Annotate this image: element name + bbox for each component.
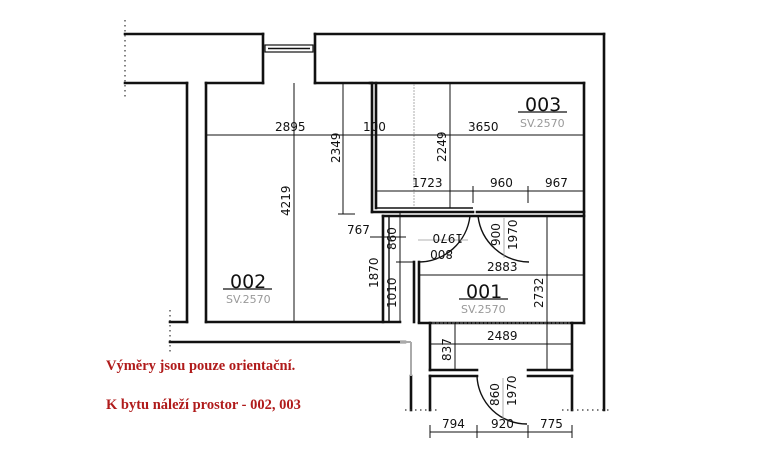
dim-775: 775 xyxy=(540,417,563,431)
dim-1723: 1723 xyxy=(412,176,443,190)
outer-walls xyxy=(123,20,606,412)
dim-860-left: 860 xyxy=(385,227,399,250)
room-height: SV.2570 xyxy=(226,293,271,306)
room-003-walls xyxy=(368,81,586,216)
room-label-001: 001 SV.2570 xyxy=(459,281,508,316)
room-number: 001 xyxy=(466,281,502,303)
dim-2895: 2895 xyxy=(275,120,306,134)
dim-2883: 2883 xyxy=(487,260,518,274)
dim-2249: 2249 xyxy=(435,131,449,162)
room-height: SV.2570 xyxy=(461,303,506,316)
note-orientational-measurements: Výměry jsou pouze orientační. xyxy=(106,358,296,374)
note-belonging-spaces: K bytu náleží prostor - 002, 003 xyxy=(106,397,301,413)
dim-100: 100 xyxy=(363,120,386,134)
dim-4219: 4219 xyxy=(279,185,293,216)
dim-967: 967 xyxy=(545,176,568,190)
dimension-labels: 2895 100 3650 2349 2249 4219 1723 960 96… xyxy=(275,120,568,431)
door-860-height: 1970 xyxy=(505,375,519,406)
dimension-lines xyxy=(206,83,584,438)
dim-1010: 1010 xyxy=(385,277,399,308)
window xyxy=(264,44,314,53)
room-number: 003 xyxy=(525,94,561,116)
dim-3650: 3650 xyxy=(468,120,499,134)
room-height: SV.2570 xyxy=(520,117,565,130)
dim-794: 794 xyxy=(442,417,465,431)
door-800-height: 1970 xyxy=(432,231,463,245)
door-860-width: 860 xyxy=(488,383,502,406)
door-800-width: 800 xyxy=(430,247,453,261)
room-number: 002 xyxy=(230,271,266,293)
dim-767: 767 xyxy=(347,223,370,237)
room-label-003: 003 SV.2570 xyxy=(518,94,567,130)
door-800 xyxy=(417,215,471,263)
dim-2349: 2349 xyxy=(329,132,343,163)
dim-1870: 1870 xyxy=(367,257,381,288)
door-900-height: 1970 xyxy=(506,219,520,250)
room-label-002: 002 SV.2570 xyxy=(223,271,272,306)
dim-960: 960 xyxy=(490,176,513,190)
dim-2732: 2732 xyxy=(532,277,546,308)
dim-920: 920 xyxy=(491,417,514,431)
door-900 xyxy=(477,215,530,263)
room-001-walls xyxy=(381,214,610,412)
dim-2489: 2489 xyxy=(487,329,518,343)
door-860 xyxy=(476,375,528,425)
dim-837: 837 xyxy=(440,338,454,361)
door-900-width: 900 xyxy=(489,223,503,246)
